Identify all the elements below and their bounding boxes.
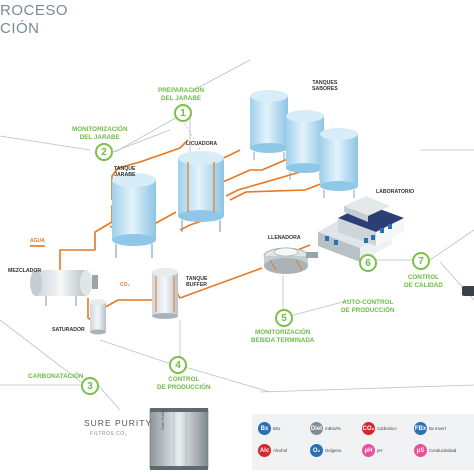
legend-item-brix: Bx Brix [258, 422, 280, 435]
tank-sabores-2 [286, 110, 324, 180]
o2-icon: O₂ [310, 444, 323, 457]
step-7-label-line2: DE CALIDAD [404, 281, 443, 289]
step-4-marker: 4 [169, 356, 187, 374]
step-2-marker: 2 [95, 143, 113, 161]
legend-item-o2: O₂ Oxígeno [310, 444, 341, 457]
mezclador [30, 270, 98, 306]
tank-jarabe [112, 173, 156, 258]
fbx-icon: FBx [414, 422, 427, 435]
legend-item-diet: Diet mBrix/% [310, 422, 341, 435]
alc-icon: Alc [258, 444, 271, 457]
legend-text-fbx: Bx Invert [429, 426, 446, 431]
step-6-label-line2: DE PRODUCCIÓN [341, 306, 395, 314]
tank-sabores-1 [250, 90, 288, 160]
legend-text-ph: pH [377, 448, 383, 453]
tanque-buffer-line2: BUFFER [186, 282, 208, 288]
tanques-sabores-line2: SABORES [312, 86, 338, 92]
device-text: Sure Purity [160, 410, 165, 430]
step-5-label-line2: BEBIDA TERMINADA [251, 336, 315, 344]
step-5-label: MONITORIZACIÓN BEBIDA TERMINADA [251, 329, 314, 344]
tanque-jarabe-line1: TANQUE [114, 166, 136, 172]
step-4-label: CONTROL DE PRODUCCIÓN [157, 376, 211, 391]
conductivity-icon: μS [414, 444, 427, 457]
step-7-label-line1: CONTROL [407, 274, 439, 281]
agua-label: AGUA [30, 238, 45, 244]
llenadora-label: LLENADORA [268, 235, 301, 241]
tank-sabores-3 [320, 128, 358, 198]
brand-sub: FILTROS CO₂ [90, 431, 128, 437]
step-6-label-line1: AUTO-CONTROL [342, 299, 394, 306]
co2-label: CO₂ [120, 282, 130, 288]
step-3-label: CARBONATACIÓN [28, 373, 83, 381]
tank-buffer [152, 268, 178, 319]
step-4-label-line2: DE PRODUCCIÓN [157, 383, 211, 391]
brix-icon: Bx [258, 422, 271, 435]
legend-text-co2: Carbónico [377, 426, 397, 431]
step-4-label-line1: CONTROL [168, 376, 200, 383]
legend-text-brix: Brix [273, 426, 281, 431]
legend: Bx Brix Diet mBrix/% CO₂ Carbónico FBx B… [252, 414, 474, 470]
step-1-marker: 1 [174, 104, 192, 122]
legend-text-diet: mBrix/% [325, 426, 341, 431]
laboratorio [318, 196, 404, 262]
mezclador-label: MEZCLADOR [8, 268, 42, 274]
licuadora-label: LICUADORA [186, 141, 218, 147]
edge-device-icon [462, 286, 474, 296]
legend-text-us: Conductividad [429, 448, 457, 453]
title-line-1: ROCESO [0, 2, 69, 19]
step-5-label-line1: MONITORIZACIÓN [254, 329, 311, 336]
legend-item-co2: CO₂ Carbónico [362, 422, 397, 435]
dashed-links [182, 119, 201, 151]
tanques-sabores-line1: TANQUES [312, 80, 338, 86]
step-7-label: CONTROL DE CALIDAD [404, 274, 443, 289]
step-2-label-line1: MONITORIZACIÓN [72, 126, 128, 133]
legend-item-fbx: FBx Bx Invert [414, 422, 446, 435]
brand-name: SURE PURITY [84, 418, 153, 428]
connector-lines [0, 59, 474, 411]
legend-item-alc: Alc Alcohol [258, 444, 287, 457]
saturador [90, 299, 106, 335]
step-6-label: AUTO-CONTROL DE PRODUCCIÓN [341, 299, 395, 314]
step-3-label-line1: CARBONATACIÓN [28, 373, 84, 380]
ph-icon: pH [362, 444, 375, 457]
tanque-jarabe-line2: JARABE [114, 172, 136, 178]
legend-text-o2: Oxígeno [325, 448, 342, 453]
tanque-buffer-label: TANQUE BUFFER [186, 276, 208, 288]
legend-item-ph: pH pH [362, 444, 383, 457]
step-3-marker: 3 [81, 377, 99, 395]
title-line-2: CIÓN [0, 20, 40, 37]
tanque-jarabe-label: TANQUE JARABE [114, 166, 136, 178]
step-5-marker: 5 [275, 309, 293, 327]
tanque-buffer-line1: TANQUE [186, 276, 208, 282]
step-2-label: MONITORIZACIÓN DEL JARABE [72, 126, 128, 141]
co2-icon: CO₂ [362, 422, 375, 435]
laboratorio-label: LABORATORIO [376, 189, 415, 195]
filter-device [149, 408, 209, 470]
step-6-marker: 6 [359, 254, 377, 272]
saturador-label: SATURADOR [52, 327, 85, 333]
step-7-marker: 7 [412, 252, 430, 270]
step-2-label-line2: DEL JARABE [79, 133, 120, 141]
step-1-label-line2: DEL JARABE [160, 94, 202, 102]
tanques-sabores-label: TANQUES SABORES [312, 80, 338, 92]
legend-item-us: μS Conductividad [414, 444, 456, 457]
llenadora [263, 247, 318, 274]
step-1-label: PREPARACIÓN DEL JARABE [158, 87, 204, 102]
step-1-label-line1: PREPARACIÓN [158, 87, 205, 94]
tank-licuadora [178, 151, 224, 232]
legend-text-alc: Alcohol [273, 448, 288, 453]
diet-icon: Diet [310, 422, 323, 435]
